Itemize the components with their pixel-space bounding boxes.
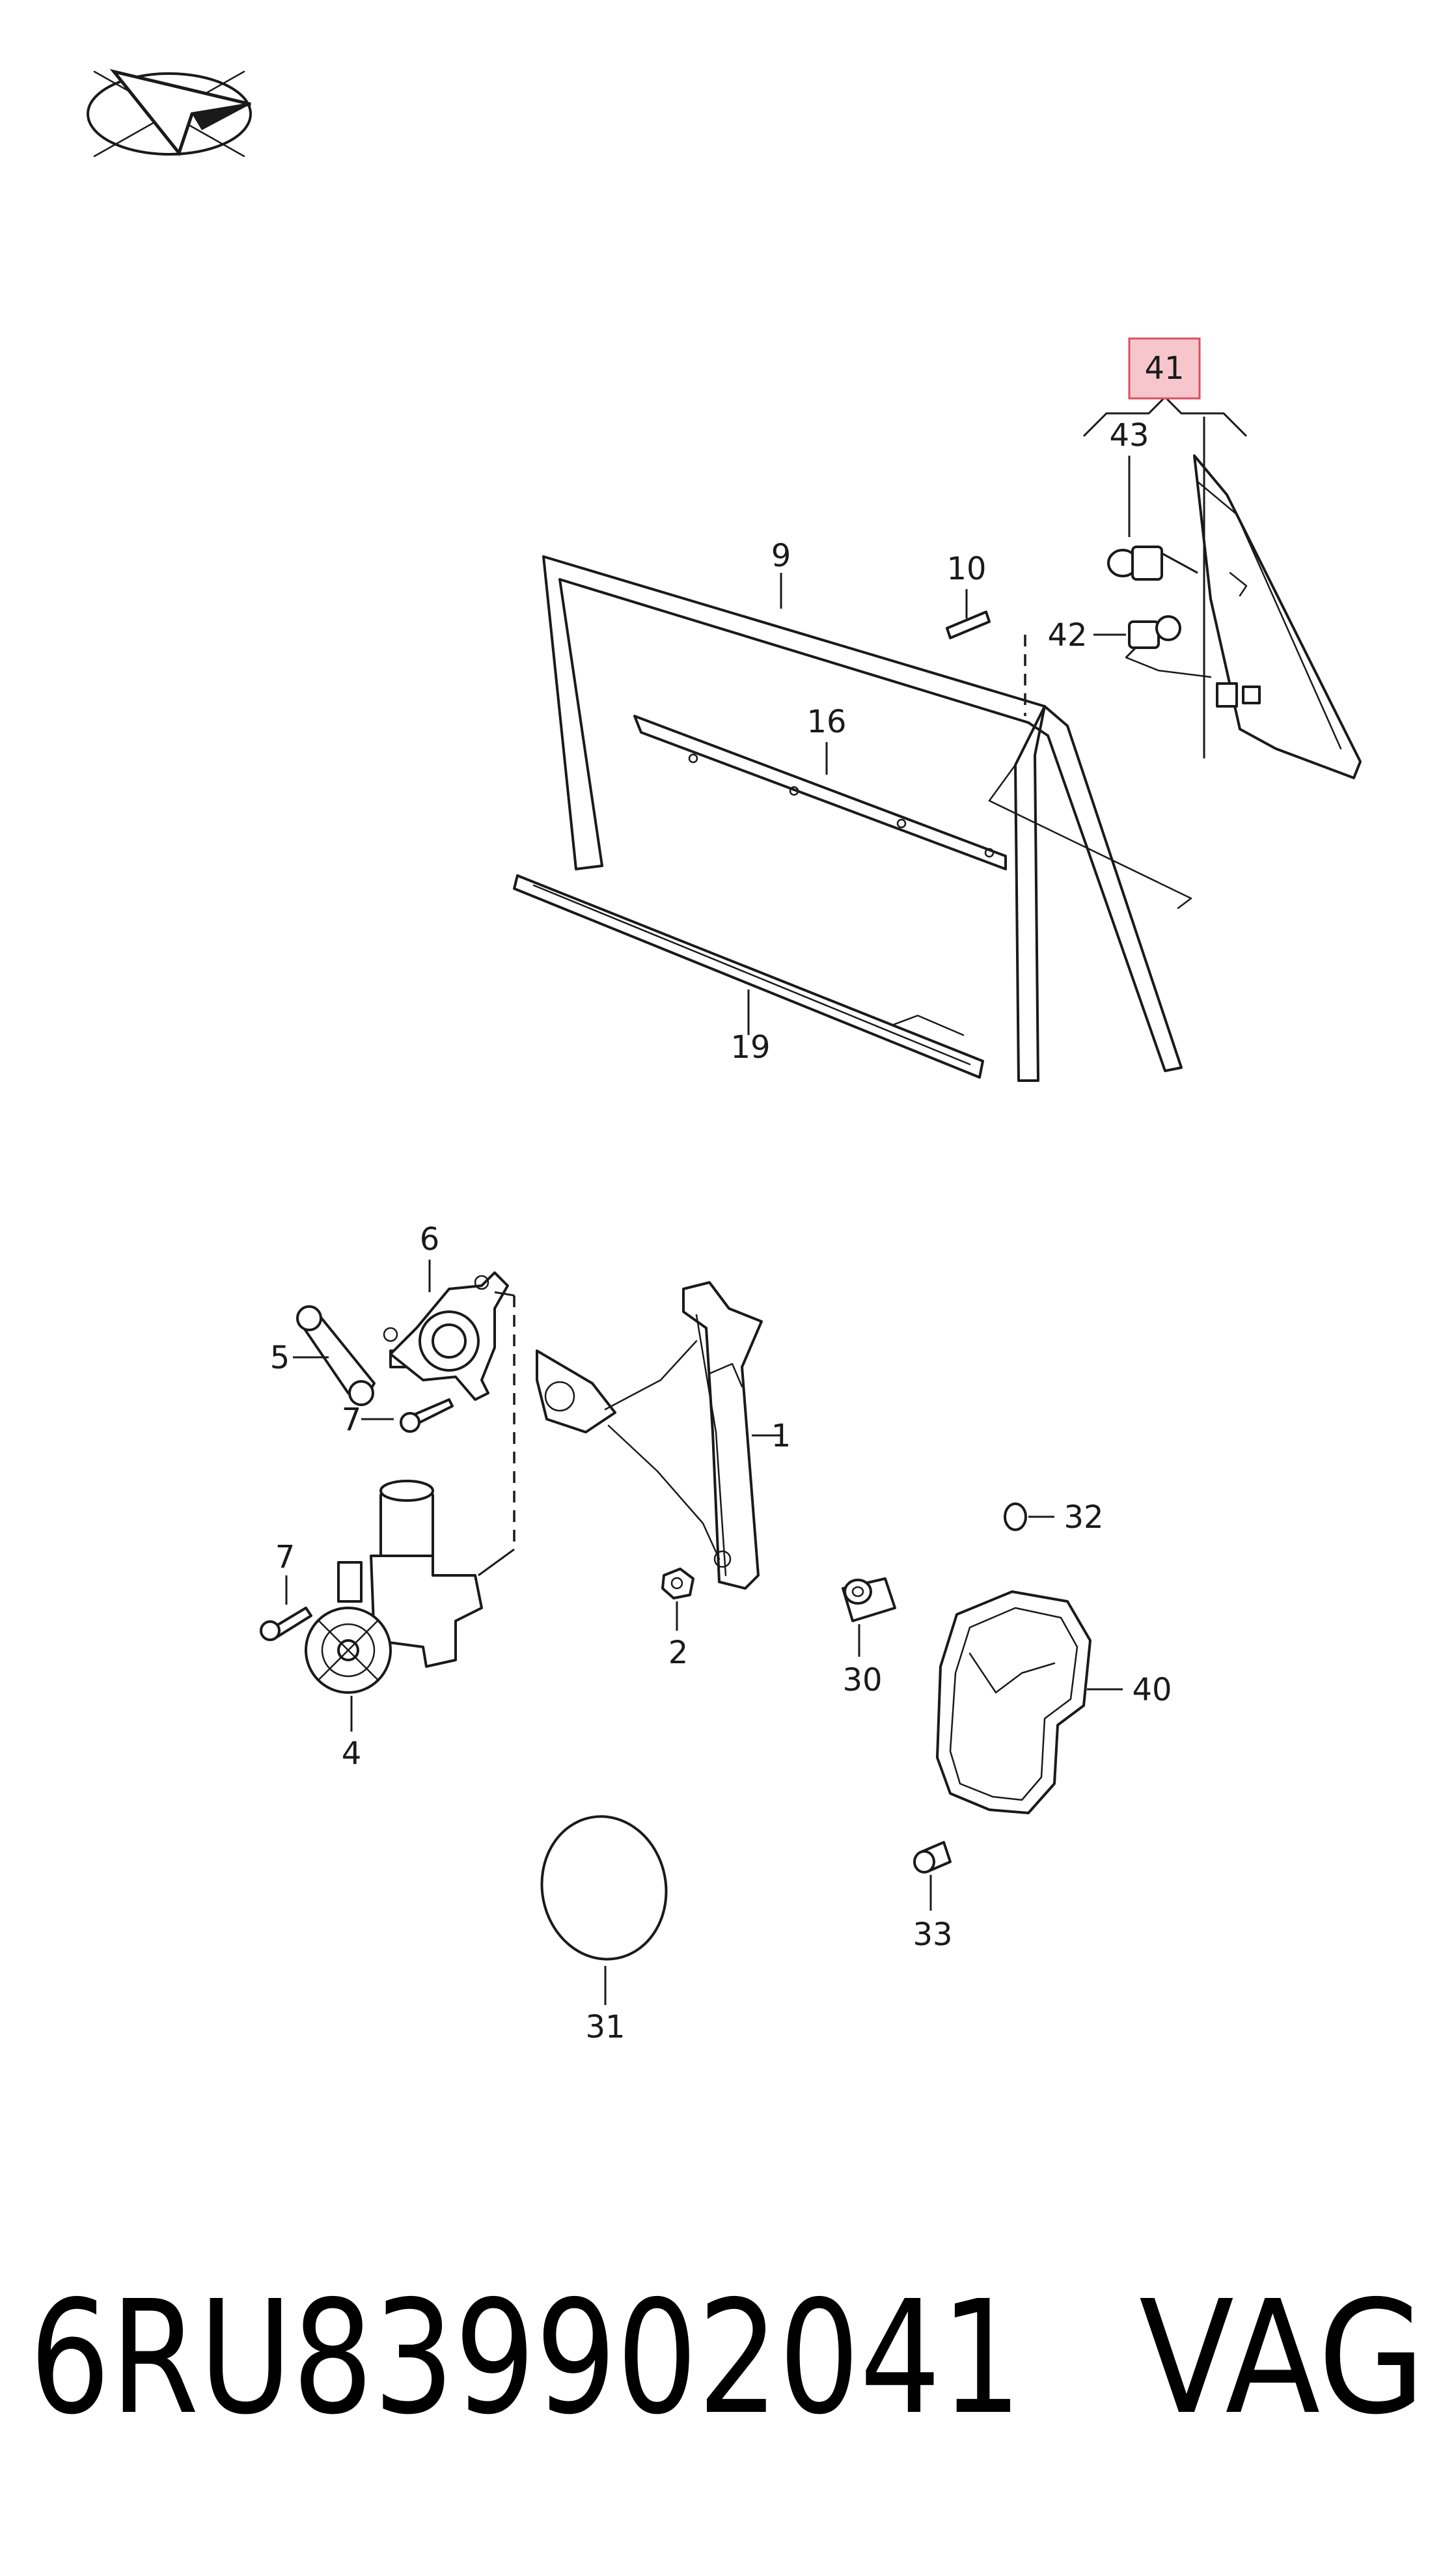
callout-19: 19 [730,1029,770,1066]
clip-43 [1107,546,1198,581]
window-winder-gear [383,1271,509,1401]
callout-6: 6 [420,1221,440,1258]
part-number: 6RU839902041 [29,2267,1022,2449]
corner-trim-panel [1193,454,1362,779]
callout-5: 5 [270,1340,290,1376]
callout-2: 2 [668,1635,689,1671]
callout-33: 33 [913,1916,952,1953]
callout-10: 10 [946,551,986,587]
brand-name: VAG [1139,2267,1425,2449]
screw-upper [400,1398,454,1433]
outer-belt-strip [513,874,984,1079]
callout-40: 40 [1132,1672,1172,1708]
callout-30: 30 [842,1662,882,1698]
grommet-30 [842,1577,896,1622]
clip-42 [1125,615,1212,678]
window-regulator [536,1281,763,1590]
seal-40 [936,1590,1092,1814]
inner-belt-strip [633,715,1007,870]
callout-16: 16 [806,704,846,740]
clip-part [946,611,1026,716]
callout-41-highlight [1128,337,1201,400]
window-motor [305,1291,515,1694]
leader-lines [285,456,1131,2005]
bump-stop-33 [913,1841,952,1874]
callout-43: 43 [1109,417,1149,454]
callout-7-lower: 7 [275,1539,295,1575]
callout-42: 42 [1047,617,1087,654]
nut-part [661,1568,694,1599]
callout-9: 9 [771,538,791,574]
plug-32 [1004,1502,1027,1531]
screw-lower [260,1607,312,1641]
callout-7-upper: 7 [342,1402,362,1438]
callout-32: 32 [1064,1499,1103,1536]
paper-plane-compass-logo-icon [87,68,252,158]
window-frame-seal [542,555,1192,1082]
callout-4: 4 [342,1736,362,1772]
round-cover-31 [540,1815,668,1961]
callout-31: 31 [585,2009,625,2045]
callout-1: 1 [771,1418,791,1454]
callout-41: 41 [1144,350,1184,387]
